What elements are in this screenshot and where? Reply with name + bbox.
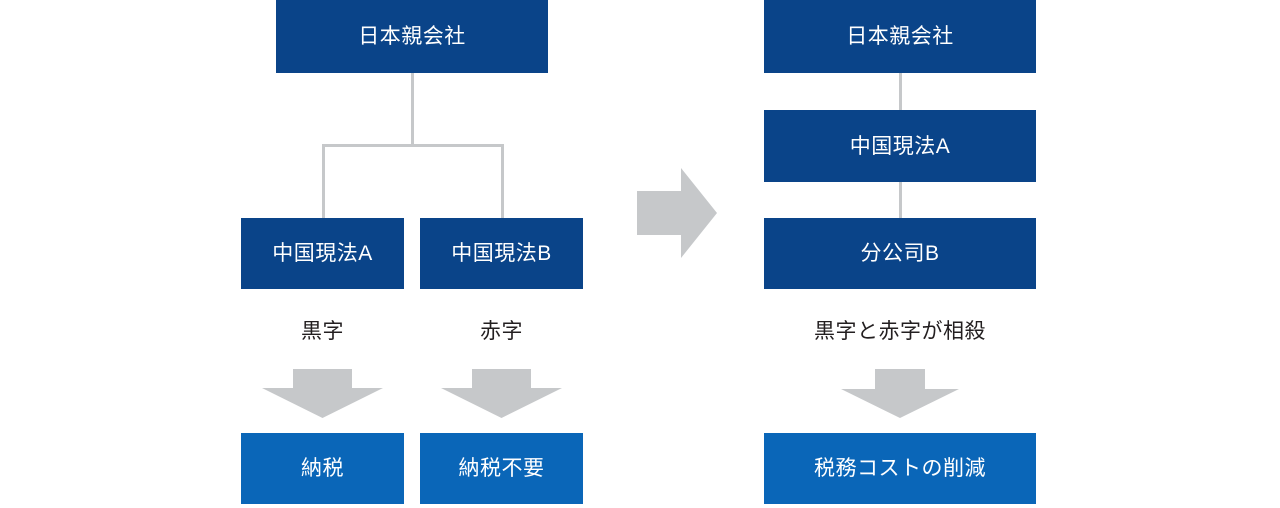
after-chain-box-3[interactable]: 分公司B xyxy=(764,218,1036,289)
after-chain-box-1[interactable]: 日本親会社 xyxy=(764,0,1036,73)
before-subsidiary-b-box[interactable]: 中国現法B xyxy=(420,218,583,289)
before-subsidiary-a-label: 中国現法A xyxy=(272,242,373,265)
arrow-down-icon-c xyxy=(841,369,959,418)
before-status-a-label: 黒字 xyxy=(301,319,344,343)
before-outcome-a-label: 納税 xyxy=(301,457,344,480)
before-connector-drop-a xyxy=(322,144,325,219)
after-outcome-label: 税務コストの削減 xyxy=(814,457,986,480)
after-outcome-box[interactable]: 税務コストの削減 xyxy=(764,433,1036,504)
arrow-down-icon-a xyxy=(262,369,383,418)
arrow-down-icon-b xyxy=(441,369,562,418)
after-chain-box-2[interactable]: 中国現法A xyxy=(764,110,1036,182)
before-connector-trunk xyxy=(411,73,414,146)
before-parent-box[interactable]: 日本親会社 xyxy=(276,0,548,73)
before-outcome-b-label: 納税不要 xyxy=(458,457,545,480)
before-status-b-label: 赤字 xyxy=(480,319,523,343)
after-chain-label-2: 中国現法A xyxy=(849,134,951,158)
after-chain-label-1: 日本親会社 xyxy=(846,25,954,48)
before-connector-drop-b xyxy=(501,144,504,219)
before-subsidiary-b-label: 中国現法B xyxy=(451,242,552,265)
before-subsidiary-a-box[interactable]: 中国現法A xyxy=(241,218,404,289)
before-parent-label: 日本親会社 xyxy=(358,25,466,48)
before-outcome-a-box[interactable]: 納税 xyxy=(241,433,404,504)
after-connector-1-2 xyxy=(899,73,902,110)
before-connector-bus xyxy=(322,144,504,147)
before-outcome-b-box[interactable]: 納税不要 xyxy=(420,433,583,504)
arrow-right-icon xyxy=(637,168,717,258)
after-status-label: 黒字と赤字が相殺 xyxy=(814,319,986,343)
after-connector-2-3 xyxy=(899,182,902,218)
after-chain-label-3: 分公司B xyxy=(860,242,940,265)
